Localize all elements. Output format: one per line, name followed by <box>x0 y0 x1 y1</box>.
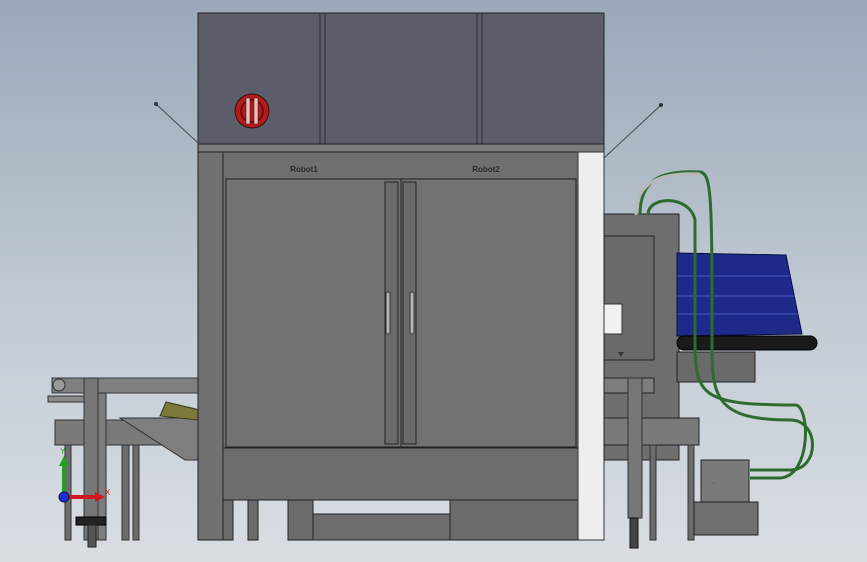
conveyor-leg-front <box>121 444 130 541</box>
coordinate-triad: Y X <box>58 447 111 503</box>
emergency-stop-icon[interactable] <box>234 93 270 129</box>
pump-unit <box>700 459 750 503</box>
base-crossbar <box>312 513 451 541</box>
conveyor-leg-inner <box>97 392 107 541</box>
blue-conveyor-belt <box>676 252 803 337</box>
upper-housing <box>154 12 663 159</box>
antenna-left-tip <box>154 102 158 106</box>
antenna-right <box>603 104 662 159</box>
housing-panel <box>197 12 605 145</box>
left-infeed-conveyor <box>47 377 201 548</box>
conveyor-leg-main <box>83 377 99 541</box>
conveyor-support <box>676 351 756 383</box>
conveyor-roller-left <box>52 378 66 392</box>
door-left-label: Robot1 <box>290 165 318 174</box>
main-cabinet: Robot1 Robot2 <box>197 143 605 541</box>
pump-label: ▪ <box>713 481 714 485</box>
outfeed-foot <box>629 517 639 549</box>
antenna-left <box>155 103 199 144</box>
conveyor-bracket <box>47 395 89 403</box>
door-left-edge <box>384 181 399 445</box>
hose-grey <box>634 172 701 216</box>
product-box <box>159 401 201 421</box>
pump-base <box>693 501 759 536</box>
cabinet-lower-panel <box>222 447 579 501</box>
outfeed-leg-2 <box>649 444 657 541</box>
conveyor-leg-front2 <box>132 444 140 541</box>
cabinet-top-rail <box>197 143 605 153</box>
leveling-foot <box>75 516 107 526</box>
outfeed-window-frame <box>603 235 655 361</box>
conveyor-top-rail <box>51 377 201 394</box>
base-leg-3 <box>287 499 314 541</box>
hose-green-2 <box>646 199 807 480</box>
antenna-right-tip <box>659 103 663 107</box>
outfeed-leg-3 <box>687 444 695 541</box>
base-leg-2 <box>247 499 259 541</box>
foot-stem <box>87 524 97 548</box>
door-right[interactable] <box>400 178 577 448</box>
outfeed-leg <box>627 377 643 519</box>
door-right-handle[interactable] <box>409 291 415 335</box>
door-left[interactable] <box>225 178 402 448</box>
label-plate <box>603 303 623 335</box>
base-leg-1 <box>222 499 234 541</box>
conveyor-drive-roller <box>676 335 818 351</box>
sensor-mark <box>618 352 624 357</box>
outfeed-bed <box>603 417 700 446</box>
x-axis-label: X <box>105 488 111 497</box>
z-axis-dot <box>58 491 70 503</box>
cabinet-post-left <box>197 151 224 541</box>
door-left-handle[interactable] <box>385 291 391 335</box>
right-outfeed-section: ▪ <box>603 170 818 549</box>
side-panel-white <box>577 151 605 541</box>
base-block <box>449 499 579 541</box>
door-right-label: Robot2 <box>472 165 500 174</box>
y-axis-label: Y <box>60 447 66 456</box>
hose-green-1 <box>638 170 814 472</box>
